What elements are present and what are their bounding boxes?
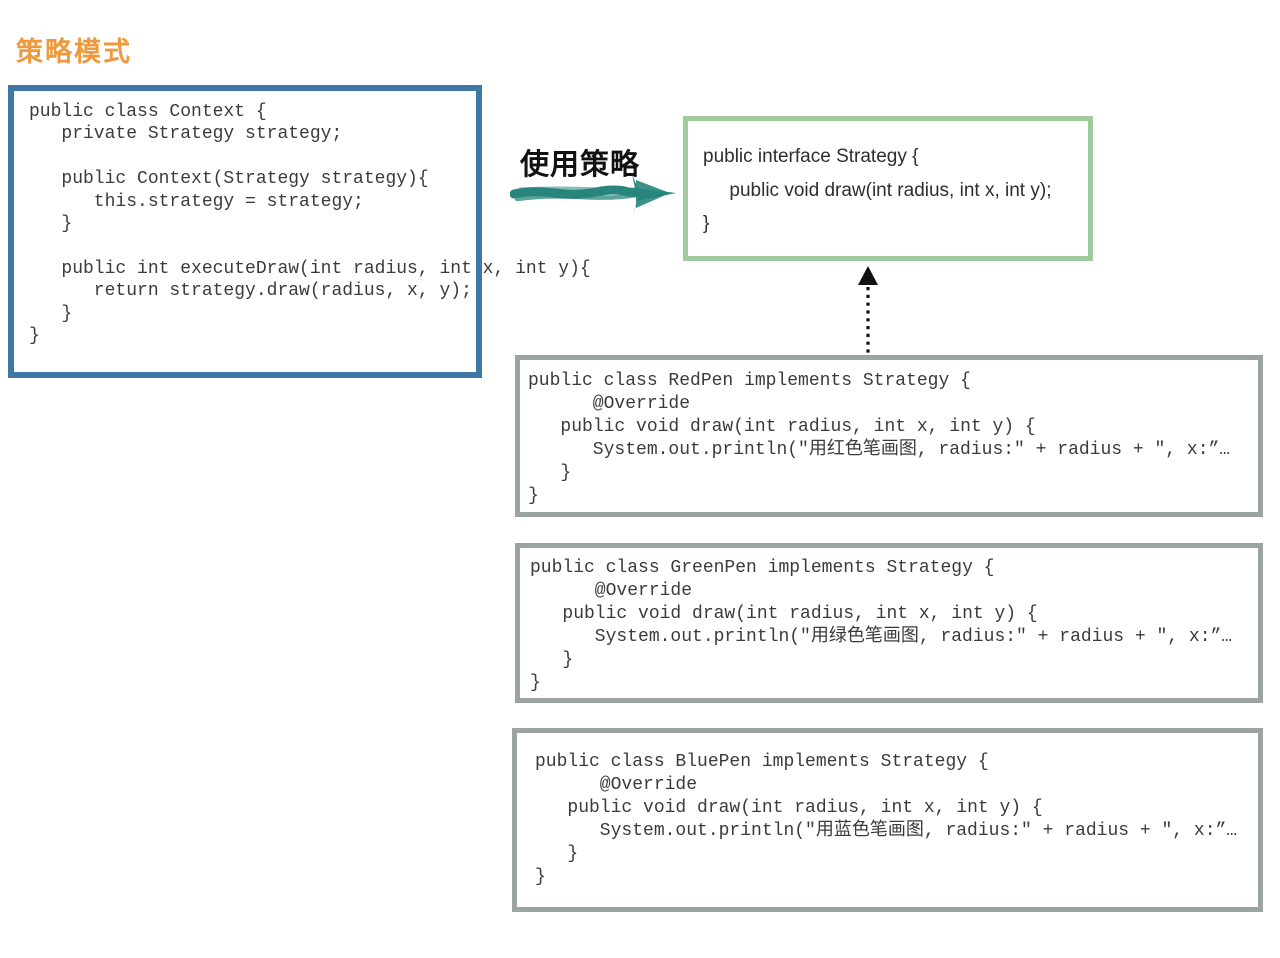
context-class-code: public class Context { private Strategy … (29, 102, 591, 347)
greenpen-class-box: public class GreenPen implements Strateg… (515, 543, 1263, 703)
implements-arrow-icon (858, 266, 878, 355)
strategy-interface-box: public interface Strategy { public void … (683, 116, 1093, 261)
redpen-class-box: public class RedPen implements Strategy … (515, 355, 1263, 517)
context-class-box: public class Context { private Strategy … (8, 85, 591, 378)
bluepen-class-box: public class BluePen implements Strategy… (512, 728, 1263, 912)
page-title: 策略模式 (16, 37, 132, 67)
use-strategy-label: 使用策略 (520, 149, 641, 181)
use-strategy-arrow-icon (510, 174, 676, 214)
redpen-class-code: public class RedPen implements Strategy … (528, 371, 1231, 506)
greenpen-class-code: public class GreenPen implements Strateg… (530, 558, 1233, 693)
bluepen-class-code: public class BluePen implements Strategy… (535, 752, 1238, 887)
strategy-interface-code: public interface Strategy { public void … (703, 146, 1052, 234)
